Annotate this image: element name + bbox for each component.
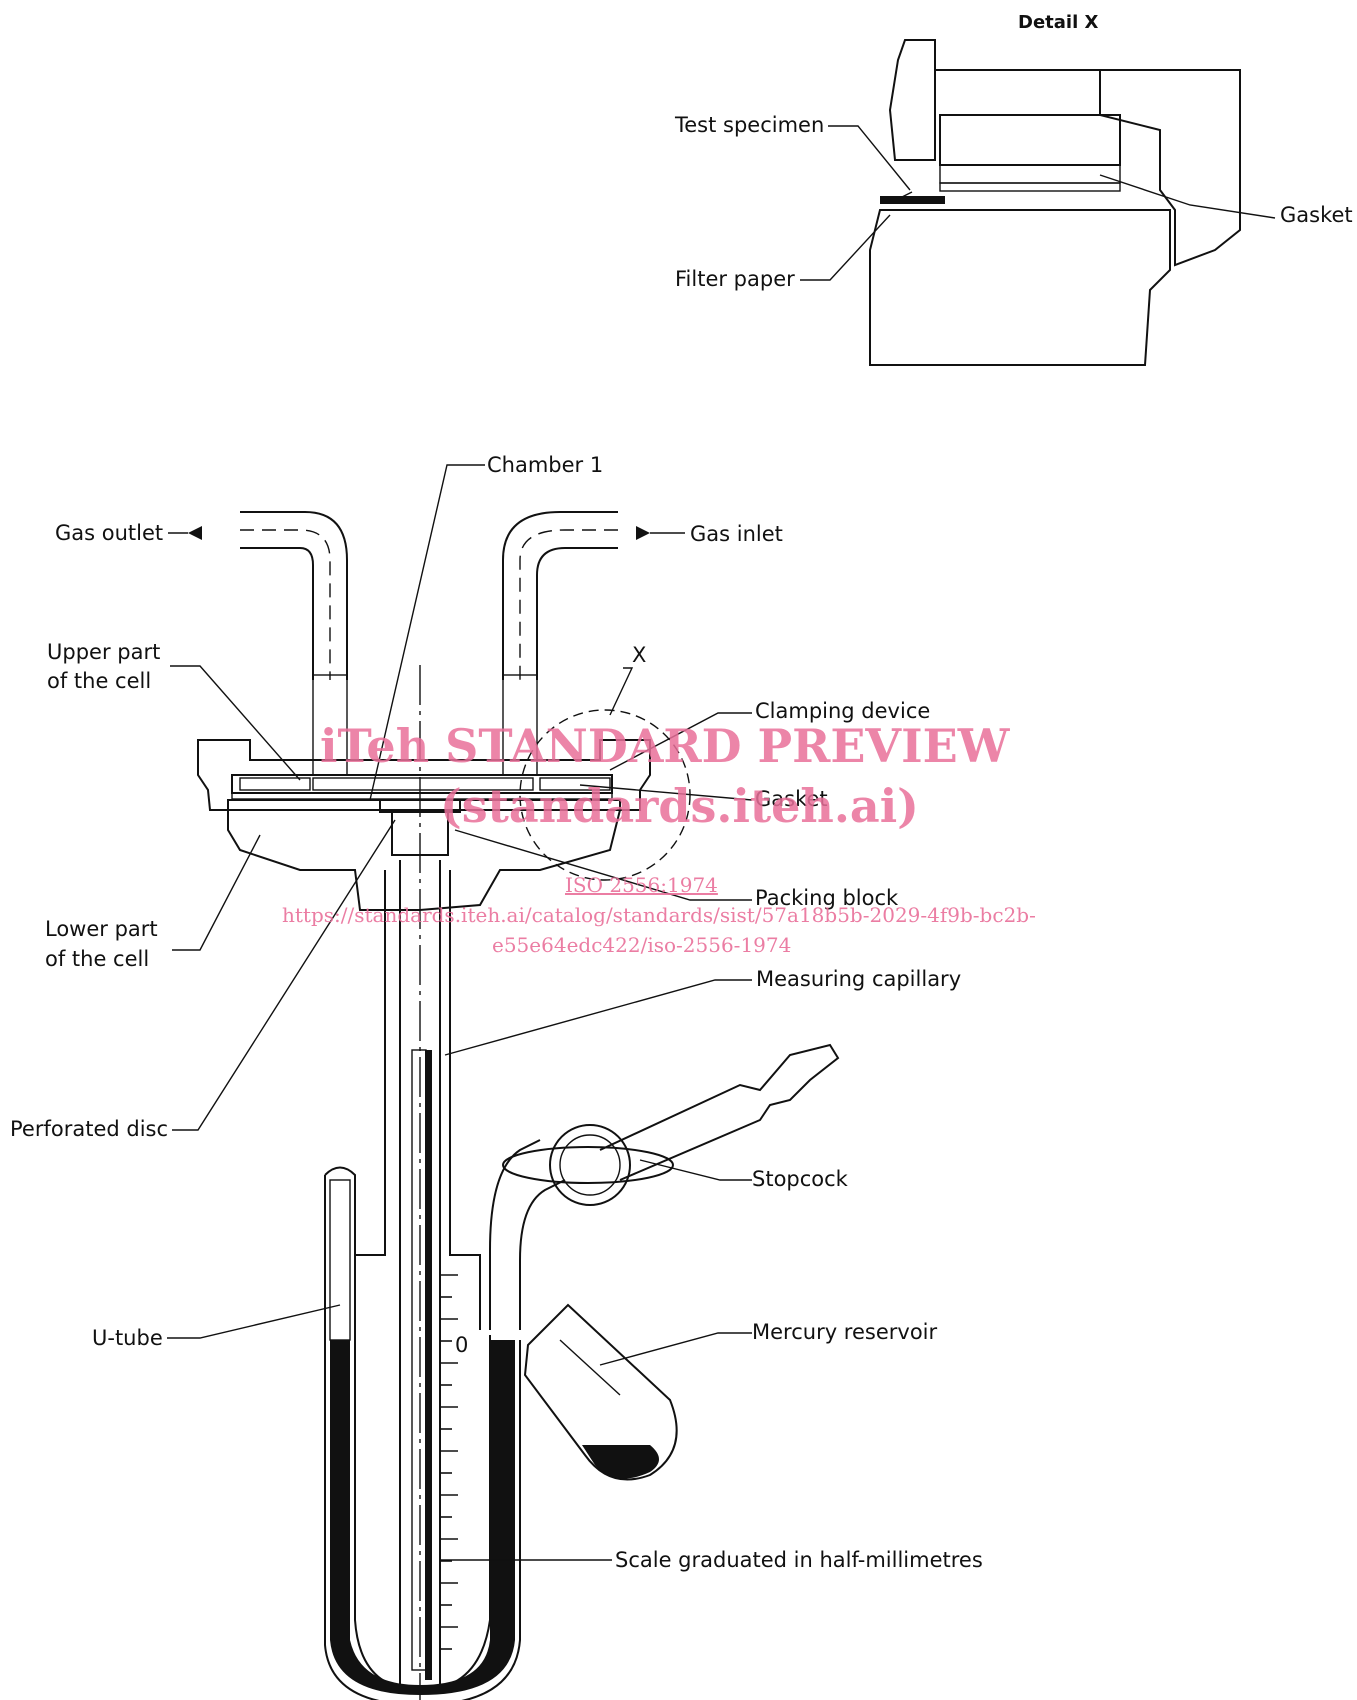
- reservoir-guide-line: [559, 1339, 621, 1396]
- gas-outlet-centerline: [240, 529, 331, 680]
- detail-arrow-test-specimen: [899, 191, 913, 199]
- detail-label-gasket: Gasket: [1280, 203, 1353, 227]
- capillary-mercury-column: [411, 1049, 427, 1671]
- label-lower-part-1: Lower part: [45, 917, 158, 941]
- leader-stopcock: [639, 1159, 752, 1181]
- leader-perforated-disc: [172, 819, 396, 1131]
- vessel-outer-right: [449, 870, 481, 1330]
- leader-upper-part: [170, 665, 301, 781]
- label-gasket: Gasket: [755, 787, 828, 811]
- gas-inlet-tube-inner: [536, 547, 618, 680]
- upper-part-of-cell: [197, 739, 651, 811]
- detail-leader-gasket: [1099, 174, 1276, 219]
- label-lower-part-2: of the cell: [45, 947, 149, 971]
- label-zero-mark: 0: [455, 1333, 468, 1357]
- u-tube-outer: [324, 1175, 521, 1700]
- main-apparatus: Chamber 1 Gas outlet Gas inlet Upper par…: [10, 453, 983, 1700]
- leader-packing-block: [454, 829, 752, 901]
- label-chamber-1: Chamber 1: [487, 453, 603, 477]
- leader-lines: [167, 464, 753, 1561]
- scale: [440, 1274, 458, 1650]
- gas-inlet-tube-outer: [502, 511, 618, 680]
- detail-leader-test-specimen: [828, 125, 911, 191]
- watermark-line-1: iTeh STANDARD PREVIEW: [320, 719, 1011, 773]
- mercury-reservoir-body: [523, 1303, 678, 1481]
- gasket-right: [539, 777, 611, 791]
- stopcock-bore: [559, 1134, 621, 1196]
- gas-inlet-centerline: [519, 529, 618, 680]
- label-gas-outlet: Gas outlet: [55, 521, 163, 545]
- stopcock-handle[interactable]: [502, 1146, 674, 1184]
- label-upper-part-1: Upper part: [47, 640, 160, 664]
- gas-outlet-tube-outer: [240, 511, 348, 680]
- leader-u-tube: [167, 1304, 341, 1339]
- detail-upper-post: [888, 39, 936, 161]
- label-x-marker: X: [632, 643, 646, 667]
- leader-clamping-device: [609, 712, 752, 771]
- detail-gasket: [939, 164, 1121, 184]
- detail-filter-paper: [880, 196, 945, 204]
- watermark-line-4[interactable]: https://standards.iteh.ai/catalog/standa…: [282, 903, 1036, 927]
- leader-chamber-1: [369, 464, 485, 801]
- detail-clamp-top: [935, 69, 1101, 115]
- side-arm-left: [489, 1139, 541, 1330]
- capillary-mercury-fill: [425, 1050, 432, 1680]
- leader-measuring-capillary: [444, 979, 752, 1056]
- stopcock-arm: [599, 1043, 840, 1181]
- detail-title: Detail X: [1018, 12, 1099, 33]
- leader-lower-part: [172, 834, 261, 951]
- label-clamping-device: Clamping device: [755, 699, 930, 723]
- label-stopcock: Stopcock: [752, 1167, 849, 1191]
- stopcock-body: [549, 1124, 631, 1206]
- label-measuring-capillary: Measuring capillary: [756, 967, 961, 991]
- vessel-outer-left: [354, 870, 386, 1330]
- watermark: iTeh STANDARD PREVIEW (standards.iteh.ai…: [282, 719, 1036, 957]
- leader-x-marker: [609, 667, 634, 716]
- watermark-line-5[interactable]: e55e64edc422/iso-2556-1974: [492, 933, 791, 957]
- u-tube-mercury-right: [420, 1340, 515, 1695]
- label-u-tube: U-tube: [92, 1326, 163, 1350]
- scale-ticks: [440, 1274, 458, 1650]
- label-upper-part-2: of the cell: [47, 669, 151, 693]
- detail-upper-block: [939, 114, 1121, 166]
- chamber-1: [312, 777, 534, 791]
- label-mercury-reservoir: Mercury reservoir: [752, 1320, 938, 1344]
- detail-leader-filter-paper: [800, 214, 891, 281]
- u-tube-mercury-left: [330, 1340, 420, 1695]
- label-packing-block: Packing block: [755, 886, 899, 910]
- leader-mercury-reservoir: [599, 1332, 752, 1366]
- u-tube-glass-left: [329, 1179, 351, 1341]
- gasket-left: [239, 777, 311, 791]
- side-arm-right: [519, 1179, 566, 1330]
- detail-clamp-frame: [1099, 69, 1241, 267]
- gas-outlet-tube-inner: [240, 547, 314, 680]
- label-perforated-disc: Perforated disc: [10, 1117, 168, 1141]
- leader-gasket: [579, 784, 753, 801]
- detail-test-specimen-layer: [939, 182, 1121, 192]
- detail-label-filter-paper: Filter paper: [675, 267, 795, 291]
- detail-label-test-specimen: Test specimen: [674, 113, 824, 137]
- label-gas-inlet: Gas inlet: [690, 522, 783, 546]
- detail-x: Detail X Test specimen Filter paper Gask…: [674, 12, 1353, 366]
- label-scale: Scale graduated in half-millimetres: [615, 1548, 983, 1572]
- mercury-reservoir-fill: [582, 1445, 659, 1479]
- watermark-line-3[interactable]: ISO 2556:1974: [565, 873, 718, 897]
- detail-lower-block: [869, 209, 1171, 366]
- watermark-line-2: (standards.iteh.ai): [440, 779, 919, 833]
